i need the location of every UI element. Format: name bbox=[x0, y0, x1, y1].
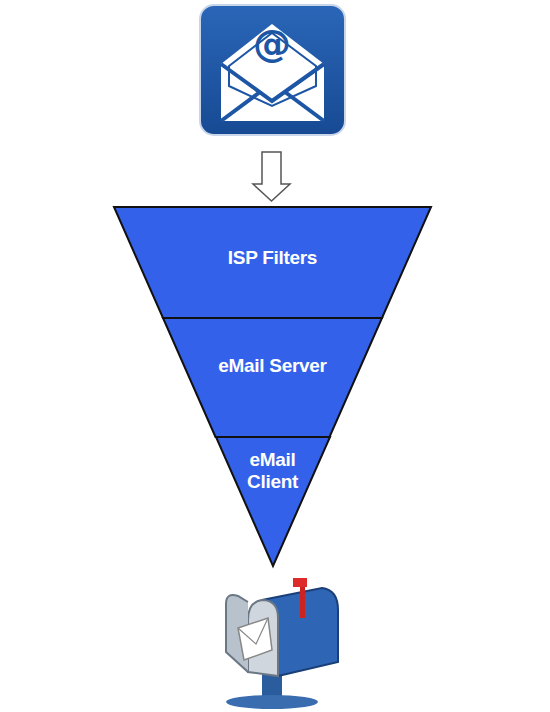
band-label: eMail Server bbox=[163, 355, 382, 377]
envelope-fold bbox=[285, 92, 324, 121]
envelope-body bbox=[221, 24, 324, 121]
band-shape bbox=[114, 207, 431, 318]
funnel-band: ISP Filters bbox=[114, 207, 431, 318]
icon-background bbox=[200, 5, 345, 135]
mailbox-icon bbox=[226, 578, 338, 709]
funnel-band: eMail Server bbox=[163, 318, 382, 437]
flow-arrow bbox=[253, 152, 290, 201]
email-symbol: @ bbox=[247, 24, 297, 62]
band-label: eMail Client bbox=[233, 449, 313, 493]
envelope-fold bbox=[221, 64, 324, 101]
funnel-band: eMail Client bbox=[216, 437, 330, 566]
band-label: ISP Filters bbox=[114, 247, 431, 269]
envelope-icon bbox=[200, 5, 345, 135]
band-outline bbox=[163, 318, 382, 437]
mailbox-flag bbox=[293, 578, 307, 587]
band-shape bbox=[216, 437, 330, 566]
envelope-fold bbox=[221, 92, 260, 121]
mailbox-base bbox=[226, 695, 318, 709]
band-shape bbox=[163, 318, 382, 437]
mailbox-letter-fold bbox=[238, 618, 268, 644]
mailbox-letter bbox=[238, 618, 272, 660]
